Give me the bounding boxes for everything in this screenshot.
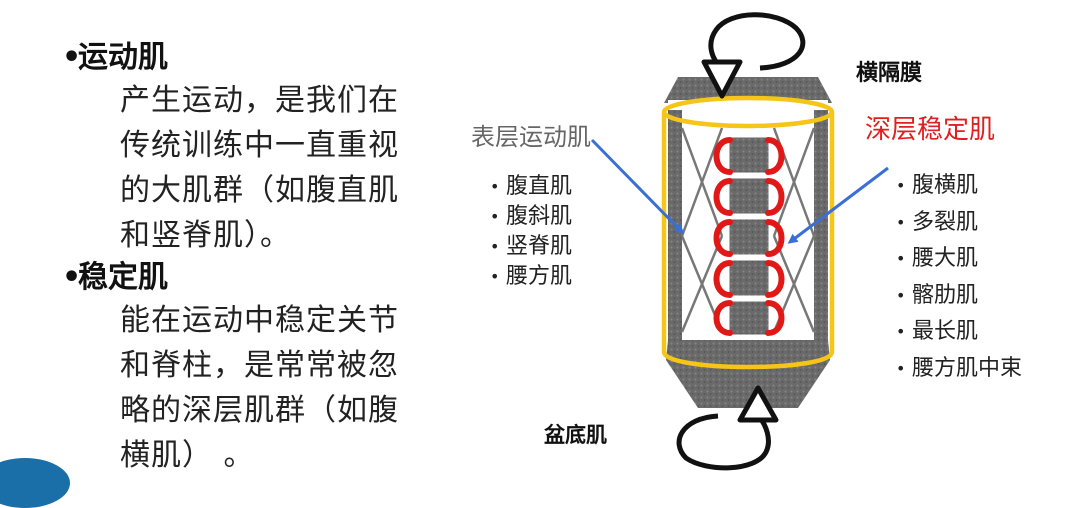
list-item: •多裂肌 [896,205,1022,242]
text-line: 能在运动中稳定关节 [120,303,399,338]
bullet: • [896,358,906,378]
list-item: •髂肋肌 [896,278,1022,315]
text-line: 略的深层肌群（如腹 [120,393,399,428]
heading-active-muscle: • 运动肌 [62,38,462,78]
list-item: •腹直肌 [490,172,572,202]
core-cylinder-illustration [590,12,889,471]
list-item: •腹斜肌 [490,202,572,232]
bullet: • [490,267,500,286]
list-item: •腹横肌 [896,168,1022,205]
text-line: 的大肌群（如腹直肌 [120,173,399,208]
cylinder-outline [661,95,835,370]
bottom-curved-arrow-icon [676,385,779,471]
surface-muscle-label: 表层运动肌 [471,123,591,151]
active-muscle-description: 产生运动，是我们在 传统训练中一直重视 的大肌群（如腹直肌 和竖脊肌）。 [120,78,455,258]
list-item: •腰大肌 [896,241,1022,278]
corner-decoration [0,458,70,508]
text-line: 传统训练中一直重视 [120,128,399,163]
right-wall [814,110,828,342]
list-item: •腰方肌中束 [896,351,1022,388]
bullet: • [490,207,500,226]
list-item: •竖脊肌 [490,232,572,262]
bullet: • [62,260,82,295]
heading-stable-muscle: • 稳定肌 [62,258,462,298]
bullet: • [896,249,906,268]
deep-muscle-list: •腹横肌 •多裂肌 •腰大肌 •髂肋肌 •最长肌 •腰方肌中束 [896,168,1022,387]
heading-stable-muscle-text: 稳定肌 [78,260,168,295]
heading-active-muscle-text: 运动肌 [78,40,168,75]
list-item: •腰方肌 [490,262,572,292]
deep-pointer-arrow [787,166,889,244]
top-curved-arrow-icon [701,12,806,99]
diaphragm-shape [664,77,832,103]
pelvic-floor-shape [666,340,830,408]
core-muscle-diagram: 横隔膜 盆底肌 表层运动肌 深层稳定肌 •腹直肌 •腹斜肌 •竖脊肌 •腰方肌 … [460,0,1080,472]
surface-muscle-list: •腹直肌 •腹斜肌 •竖脊肌 •腰方肌 [490,172,572,292]
deep-muscle-loops [713,137,785,336]
bullet: • [896,322,906,341]
bullet: • [896,176,906,195]
bullet: • [896,212,906,232]
text-line: 产生运动，是我们在 [120,83,399,118]
list-item: •最长肌 [896,314,1022,351]
bullet: • [490,177,500,196]
spine-vertebrae [726,134,772,338]
bullet: • [62,40,82,75]
surface-pointer-arrow [590,138,685,235]
text-line: 和脊柱，是常常被忽 [120,348,399,383]
text-line: 横肌） 。 [120,438,255,473]
bullet: • [490,237,500,256]
stable-muscle-description: 能在运动中稳定关节 和脊柱，是常常被忽 略的深层肌群（如腹 横肌） 。 [120,298,455,478]
text-panel: • 运动肌 产生运动，是我们在 传统训练中一直重视 的大肌群（如腹直肌 和竖脊肌… [62,38,462,478]
diaphragm-label: 横隔膜 [856,61,923,86]
bullet: • [896,285,906,305]
deep-muscle-label: 深层稳定肌 [865,115,996,145]
pelvic-floor-label: 盆底肌 [544,423,607,447]
text-line: 和竖脊肌）。 [120,218,291,253]
